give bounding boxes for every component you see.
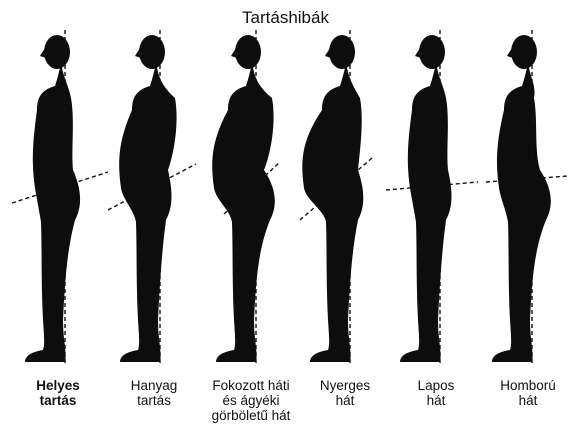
label-line: tartás [3,393,113,408]
label-line: Hanyag [99,378,209,393]
label-line: hát [473,393,571,408]
label-homboru-hat: Homború hát [473,378,571,408]
label-line: Homború [473,378,571,393]
label-line: görböletű hát [196,408,306,423]
body-silhouette [302,64,363,362]
nose-silhouette [507,48,513,58]
head-silhouette [419,35,445,69]
figure-nyerges [300,30,372,366]
nose-silhouette [40,48,46,58]
head-silhouette [511,35,537,69]
label-line: Helyes [3,378,113,393]
figure-homboru [486,30,568,366]
figure-helyes [12,30,108,366]
nose-silhouette [231,48,237,58]
figure-lapos [386,30,478,366]
figure-hanyag [108,30,196,366]
label-hanyag-tartas: Hanyag tartás [99,378,209,408]
nose-silhouette [415,48,421,58]
nose-silhouette [135,48,141,58]
head-silhouette [235,35,261,69]
label-line: tartás [99,393,209,408]
label-helyes-tartas: Helyes tartás [3,378,113,408]
head-silhouette [139,35,165,69]
head-silhouette [329,35,355,69]
head-silhouette [44,35,70,69]
figure-fokozott [212,30,280,366]
nose-silhouette [325,48,331,58]
